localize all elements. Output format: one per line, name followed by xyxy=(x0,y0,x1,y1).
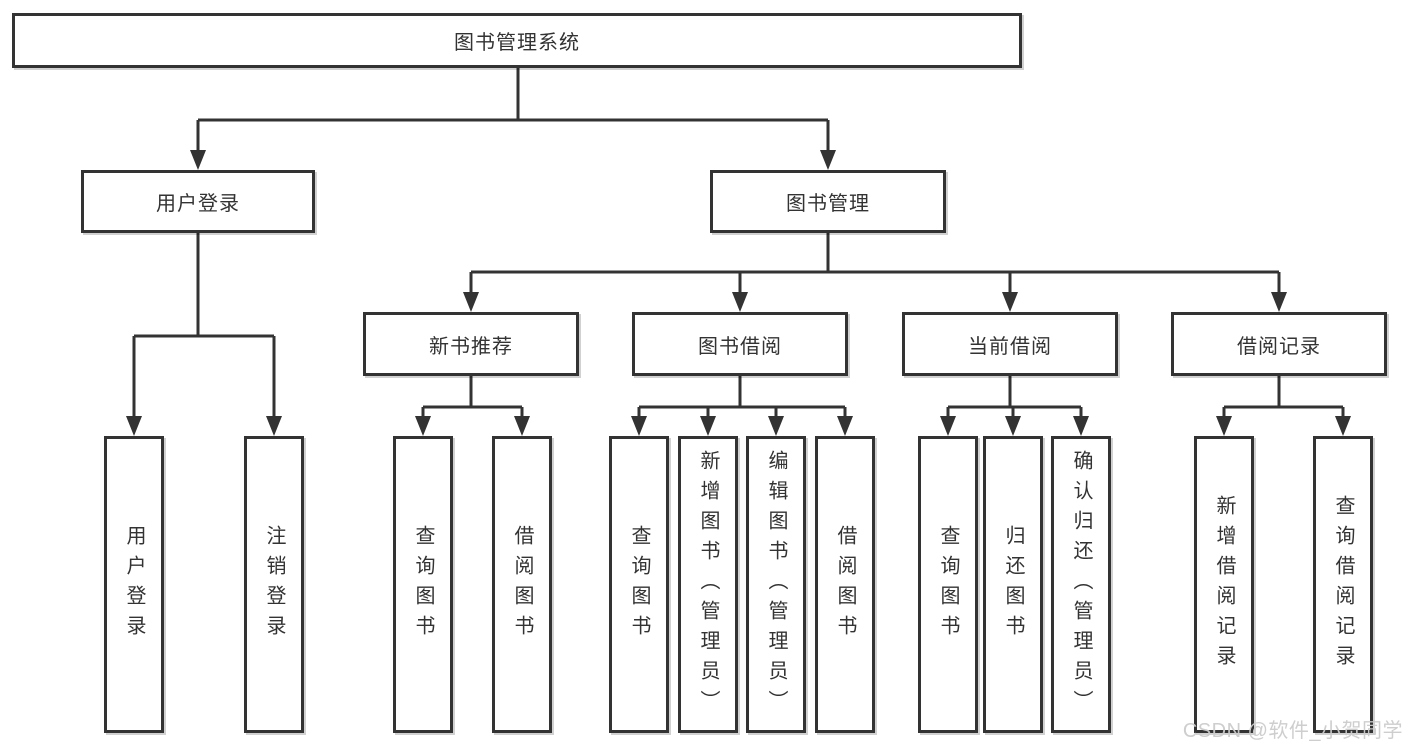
edge-book-management-arrowheads xyxy=(463,292,1287,312)
node-book-borrow: 图书借阅 xyxy=(632,312,848,376)
leaf-query-book-current: 查询图书 xyxy=(918,436,978,733)
edge-current-borrow-arrowheads xyxy=(940,416,1089,436)
node-new-book-recommend: 新书推荐 xyxy=(363,312,579,376)
leaf-query-book-recommend: 查询图书 xyxy=(393,436,453,733)
leaf-add-book-admin: 新增图书（管理员） xyxy=(678,436,738,733)
leaf-user-login: 用户登录 xyxy=(104,436,164,733)
leaf-query-book-borrow: 查询图书 xyxy=(609,436,669,733)
node-book-management: 图书管理 xyxy=(710,170,946,233)
edge-new-book-recommend-arrowheads xyxy=(415,416,530,436)
node-current-borrow: 当前借阅 xyxy=(902,312,1118,376)
leaf-confirm-return-admin: 确认归还（管理员） xyxy=(1051,436,1111,733)
watermark: CSDN @软件_小贺同学 xyxy=(1182,720,1403,742)
edge-current-borrow xyxy=(946,376,1083,418)
edge-new-book-recommend xyxy=(421,376,524,418)
edge-user-login-arrowheads xyxy=(126,416,282,436)
edge-book-borrow-arrowheads xyxy=(631,416,853,436)
edge-borrow-records xyxy=(1222,376,1345,418)
leaf-borrow-book: 借阅图书 xyxy=(815,436,875,733)
leaf-borrow-book-recommend: 借阅图书 xyxy=(492,436,552,733)
edge-book-management xyxy=(469,233,1281,294)
leaf-return-book: 归还图书 xyxy=(983,436,1043,733)
edge-book-borrow xyxy=(637,376,847,418)
leaf-add-borrow-record: 新增借阅记录 xyxy=(1194,436,1254,733)
node-borrow-records: 借阅记录 xyxy=(1171,312,1387,376)
leaf-logout: 注销登录 xyxy=(244,436,304,733)
node-user-login: 用户登录 xyxy=(81,170,315,233)
edge-root-arrowheads xyxy=(190,150,836,170)
leaf-query-borrow-record: 查询借阅记录 xyxy=(1313,436,1373,733)
edge-root xyxy=(196,68,830,152)
leaf-edit-book-admin: 编辑图书（管理员） xyxy=(746,436,806,733)
edge-user-login xyxy=(132,233,276,418)
edge-borrow-records-arrowheads xyxy=(1216,416,1351,436)
node-library-system: 图书管理系统 xyxy=(12,13,1022,68)
